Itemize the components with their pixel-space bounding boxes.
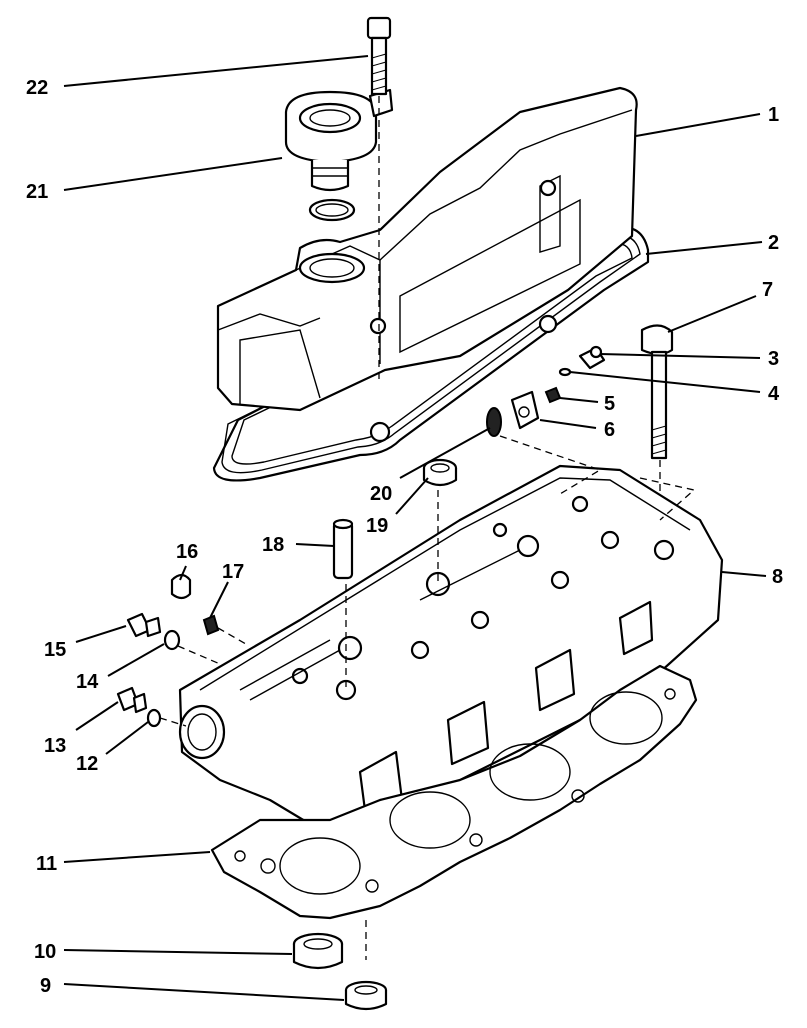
callout-2: 2 xyxy=(768,232,779,254)
callout-18: 18 xyxy=(262,534,284,556)
callout-7: 7 xyxy=(762,279,773,301)
callout-17: 17 xyxy=(222,561,244,583)
callout-4: 4 xyxy=(768,383,780,405)
callout-22: 22 xyxy=(26,77,48,99)
callout-labels: 1 2 3 4 5 6 7 8 9 10 11 12 13 14 15 16 1… xyxy=(26,77,783,997)
callout-15: 15 xyxy=(44,639,66,661)
side-plugs xyxy=(116,458,458,728)
callout-8: 8 xyxy=(772,566,783,588)
callout-19: 19 xyxy=(366,515,388,537)
callout-21: 21 xyxy=(26,181,48,203)
callout-11: 11 xyxy=(36,853,57,875)
oil-filler-cap xyxy=(284,88,394,192)
callout-6: 6 xyxy=(604,419,615,441)
callout-9: 9 xyxy=(40,975,51,997)
callout-1: 1 xyxy=(768,104,779,126)
callout-12: 12 xyxy=(76,753,98,775)
callout-3: 3 xyxy=(768,348,779,370)
callout-14: 14 xyxy=(76,671,99,693)
callout-16: 16 xyxy=(176,541,198,563)
cover-bolt xyxy=(366,16,392,380)
dowel-rings xyxy=(292,932,388,1011)
callout-20: 20 xyxy=(370,483,392,505)
leader-lines xyxy=(63,55,767,1001)
callout-13: 13 xyxy=(44,735,66,757)
callout-10: 10 xyxy=(34,941,56,963)
valve-cover xyxy=(212,86,650,482)
cylinder-head xyxy=(178,435,724,840)
head-gasket xyxy=(210,664,698,960)
callout-5: 5 xyxy=(604,393,615,415)
